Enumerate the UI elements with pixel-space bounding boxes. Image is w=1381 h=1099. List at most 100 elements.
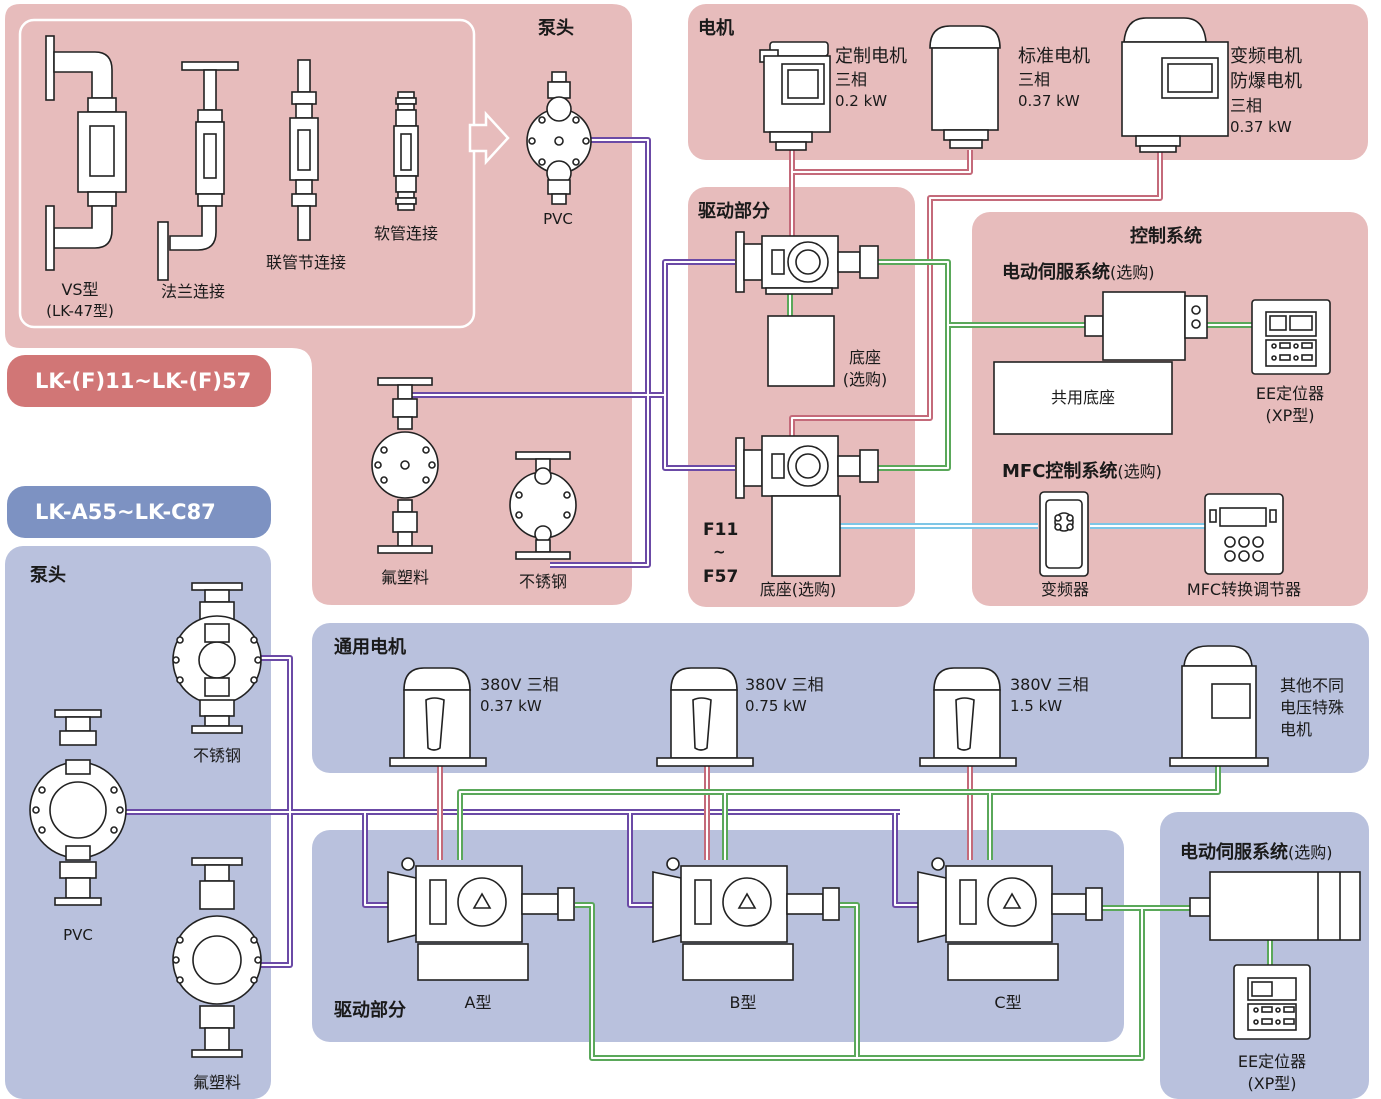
pvc-top-label: PVC (543, 210, 573, 228)
m3-spec: 380V 三相 (1010, 675, 1089, 694)
general-motor-075-icon (656, 667, 754, 767)
base-opt-label: (选购) (842, 370, 888, 389)
right-arrow-icon (468, 110, 510, 166)
mfc-title-text: MFC控制系统 (1002, 461, 1118, 482)
stainless-bottom-label: 不锈钢 (192, 746, 242, 765)
m2-spec: 380V 三相 (745, 675, 824, 694)
ee-bottom-label: EE定位器 (1237, 1052, 1307, 1071)
base-label: 底座 (848, 348, 882, 367)
servo-top-title-text: 电动伺服系统 (1002, 262, 1110, 283)
special-voltage-motor-icon (1169, 645, 1269, 767)
hose-label: 软管连接 (373, 224, 439, 243)
ee-bottom-type: (XP型) (1247, 1074, 1297, 1093)
control-title: 控制系统 (1130, 226, 1202, 247)
mfc-opt: (选购) (1117, 462, 1162, 481)
bottom-motor-panel (312, 623, 1369, 773)
fluoro-top-label: 氟塑料 (380, 568, 430, 587)
drive-unit-b-icon (652, 857, 840, 981)
fluoro-bottom-label: 氟塑料 (192, 1073, 242, 1092)
series-pill-bottom: LK-A55~LK-C87 (7, 486, 271, 538)
servo-top-opt: (选购) (1110, 263, 1155, 282)
servo-bottom-title-text: 电动伺服系统 (1180, 842, 1288, 863)
drive-unit-mid-icon (735, 435, 879, 577)
common-base-label: 共用底座 (1050, 388, 1116, 407)
inverter-label: 变频器 (1040, 580, 1090, 599)
type-b-label: B型 (729, 993, 757, 1012)
general-motor-037-icon (389, 667, 487, 767)
custom-motor-phase: 三相 (835, 70, 868, 89)
drive-unit-a-icon (387, 857, 575, 981)
bottom-drive-title: 驱动部分 (334, 1000, 406, 1021)
fitting-vs-icon (45, 35, 127, 271)
custom-motor-power: 0.2 kW (835, 92, 888, 110)
inverter-motor-icon (1121, 17, 1229, 153)
servo-motor-bottom-icon (1189, 871, 1361, 941)
mfc-adjuster-label: MFC转换调节器 (1186, 580, 1302, 599)
union-label: 联管节连接 (265, 253, 347, 272)
custom-motor-icon (759, 41, 831, 151)
top-drive-title: 驱动部分 (698, 201, 770, 222)
inv-motor-name1: 变频电机 (1230, 46, 1302, 67)
other-motor-3: 电机 (1280, 720, 1313, 739)
ee-positioner-bottom-icon (1233, 964, 1311, 1040)
fitting-union-icon (289, 59, 319, 241)
m2-power: 0.75 kW (745, 697, 807, 715)
ee-top-label: EE定位器 (1255, 384, 1325, 403)
f11-label: F11 (703, 520, 739, 540)
stainless-top-label: 不锈钢 (518, 572, 568, 591)
base-top-icon (767, 315, 835, 387)
bottom-pump-head-title: 泵头 (30, 565, 66, 586)
fluoro-pump-head-bottom-icon (172, 857, 262, 1058)
top-motor-title: 电机 (698, 18, 734, 39)
flange-label: 法兰连接 (160, 282, 226, 301)
custom-motor-name: 定制电机 (835, 46, 907, 67)
vs-sub-label: (LK-47型) (46, 302, 114, 320)
ee-positioner-top-icon (1251, 299, 1331, 375)
m3-power: 1.5 kW (1010, 697, 1063, 715)
servo-motor-top-icon (1084, 291, 1208, 361)
m1-power: 0.37 kW (480, 697, 542, 715)
tilde-label: ~ (713, 543, 726, 561)
other-motor-1: 其他不同 (1280, 676, 1345, 695)
std-motor-power: 0.37 kW (1018, 92, 1080, 110)
f57-label: F57 (703, 567, 739, 587)
servo-top-title: 电动伺服系统(选购) (1002, 262, 1155, 284)
top-pump-head-title: 泵头 (538, 18, 574, 39)
ee-top-type: (XP型) (1265, 406, 1315, 425)
drive-unit-c-icon (917, 857, 1103, 981)
standard-motor-icon (929, 25, 1001, 149)
general-motor-15-icon (919, 667, 1017, 767)
std-motor-phase: 三相 (1018, 70, 1051, 89)
fitting-flange-icon (157, 61, 239, 281)
inverter-device-icon (1039, 491, 1089, 577)
pvc-bottom-label: PVC (63, 926, 93, 944)
base2-label: 底座(选购) (759, 580, 837, 599)
other-motor-2: 电压特殊 (1280, 698, 1345, 717)
series-pill-top: LK-(F)11~LK-(F)57 (7, 355, 271, 407)
pipes (118, 137, 1273, 1061)
fittings-box (18, 18, 476, 329)
fitting-hose-icon (393, 91, 419, 211)
general-motor-title: 通用电机 (334, 637, 406, 658)
mfc-title: MFC控制系统(选购) (1002, 461, 1162, 483)
vs-label: VS型 (61, 280, 99, 299)
mfc-adjuster-icon (1204, 493, 1284, 575)
type-c-label: C型 (994, 993, 1022, 1012)
common-base-icon (993, 361, 1173, 435)
inv-motor-power: 0.37 kW (1230, 118, 1292, 136)
std-motor-name: 标准电机 (1018, 46, 1090, 67)
m1-spec: 380V 三相 (480, 675, 559, 694)
pvc-pump-head-bottom-icon (29, 709, 127, 906)
drive-unit-top-icon (735, 231, 879, 295)
stainless-pump-head-top-icon (509, 451, 577, 560)
pvc-pump-head-icon (526, 71, 592, 205)
servo-bottom-opt: (选购) (1288, 843, 1333, 862)
inv-motor-name2: 防爆电机 (1230, 71, 1302, 92)
fluoro-pump-head-top-icon (371, 377, 439, 554)
inv-motor-phase: 三相 (1230, 96, 1263, 115)
servo-bottom-title: 电动伺服系统(选购) (1180, 842, 1333, 864)
type-a-label: A型 (464, 993, 492, 1012)
stainless-pump-head-bottom-icon (172, 582, 262, 734)
